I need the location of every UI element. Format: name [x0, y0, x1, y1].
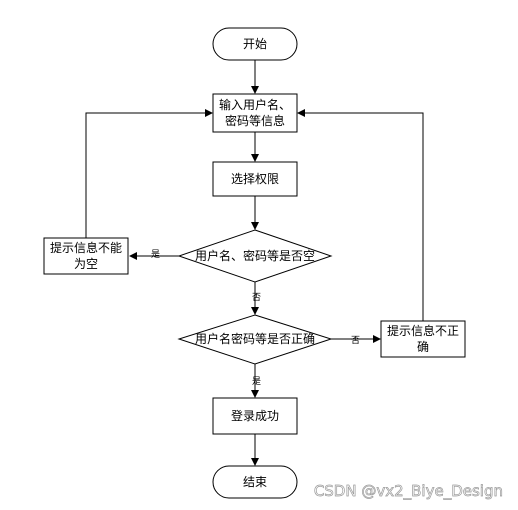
input-label-line2: 密码等信息	[225, 113, 285, 128]
correct-yes-label: 是	[252, 376, 261, 387]
empty-yes-label: 是	[151, 249, 160, 260]
arrow-wrong-loop-back	[297, 109, 424, 321]
correct-no-label: 否	[351, 335, 360, 346]
start-label: 开始	[243, 37, 267, 51]
empty-alert-box	[43, 237, 129, 275]
input-label-line1: 输入用户名、	[219, 97, 291, 112]
select-permission-label: 选择权限	[231, 172, 279, 186]
end-label: 结束	[243, 475, 267, 489]
check-empty-label: 用户名、密码等是否空	[195, 248, 315, 263]
input-credentials-box	[212, 93, 298, 133]
empty-alert-line2: 为空	[74, 257, 98, 271]
login-success-label: 登录成功	[231, 408, 279, 423]
empty-alert-line1: 提示信息不能	[50, 240, 122, 255]
end-terminal	[212, 465, 298, 499]
arrow-empty-loop-back	[85, 109, 213, 238]
empty-no-label: 否	[252, 292, 261, 303]
wrong-alert-line1: 提示信息不正	[387, 323, 459, 338]
check-correct-label: 用户名密码等是否正确	[195, 331, 315, 346]
login-success-box	[212, 397, 298, 435]
wrong-alert-line2: 确	[417, 340, 429, 354]
csdn-watermark: CSDN @vx2_Biye_Design	[314, 482, 503, 501]
